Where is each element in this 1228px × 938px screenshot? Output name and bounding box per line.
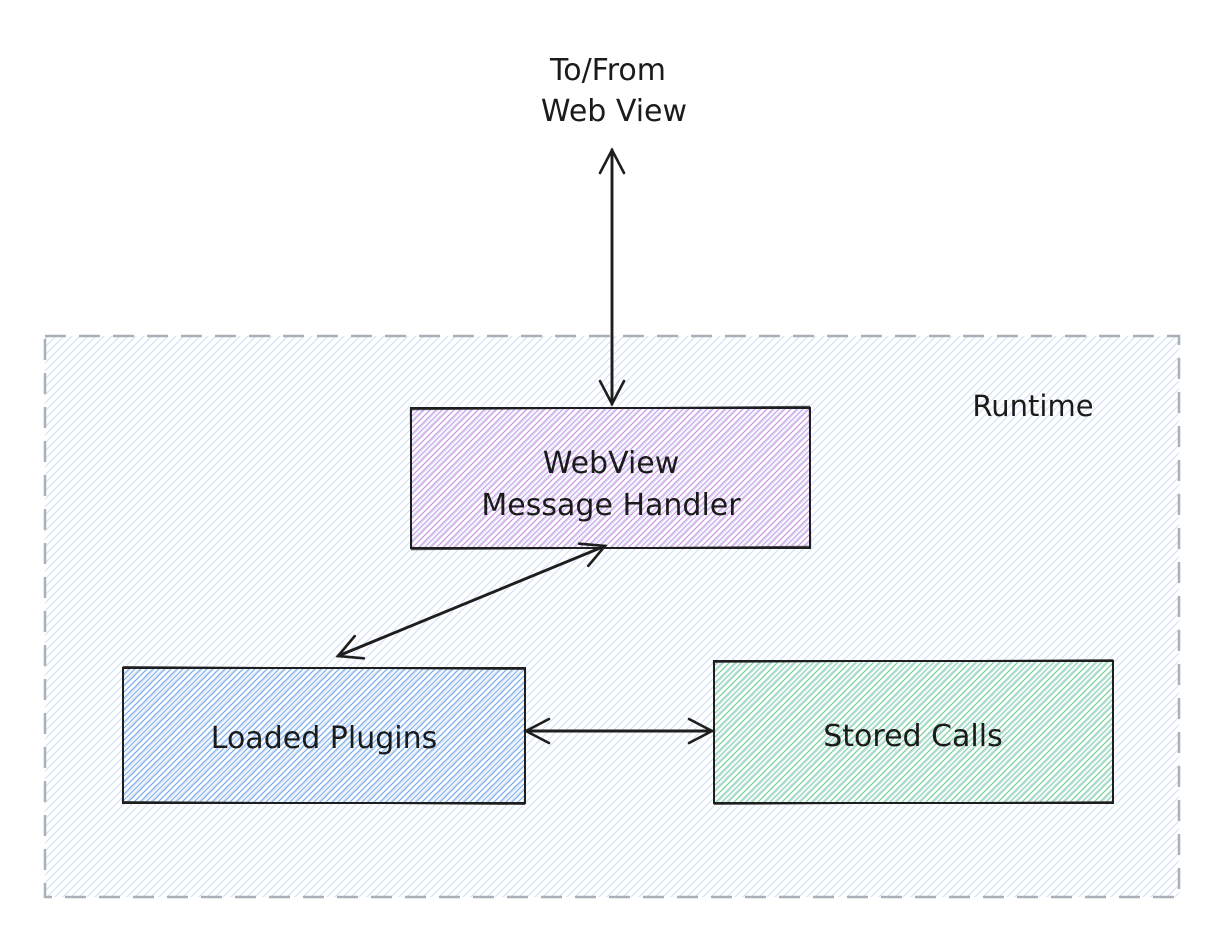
- node-webview-message-handler-label-line2: Message Handler: [481, 488, 741, 523]
- node-loaded-plugins-label: Loaded Plugins: [211, 721, 437, 756]
- node-webview-message-handler: WebView Message Handler: [409, 405, 812, 551]
- node-webview-message-handler-sketch-stroke: [409, 405, 812, 551]
- node-stored-calls: Stored Calls: [712, 659, 1115, 805]
- node-loaded-plugins: Loaded Plugins: [121, 665, 527, 806]
- arrow-message-handler-to-loaded-plugins: [335, 542, 608, 660]
- external-webview-label-line2: Web View: [541, 94, 687, 129]
- node-loaded-plugins-box: [122, 667, 526, 804]
- runtime-label: Runtime: [972, 389, 1093, 423]
- node-webview-message-handler-label-line1: WebView: [543, 446, 680, 481]
- external-webview-label: To/From Web View: [541, 53, 687, 129]
- external-webview-label-line1: To/From: [549, 53, 666, 88]
- node-stored-calls-label: Stored Calls: [823, 719, 1003, 754]
